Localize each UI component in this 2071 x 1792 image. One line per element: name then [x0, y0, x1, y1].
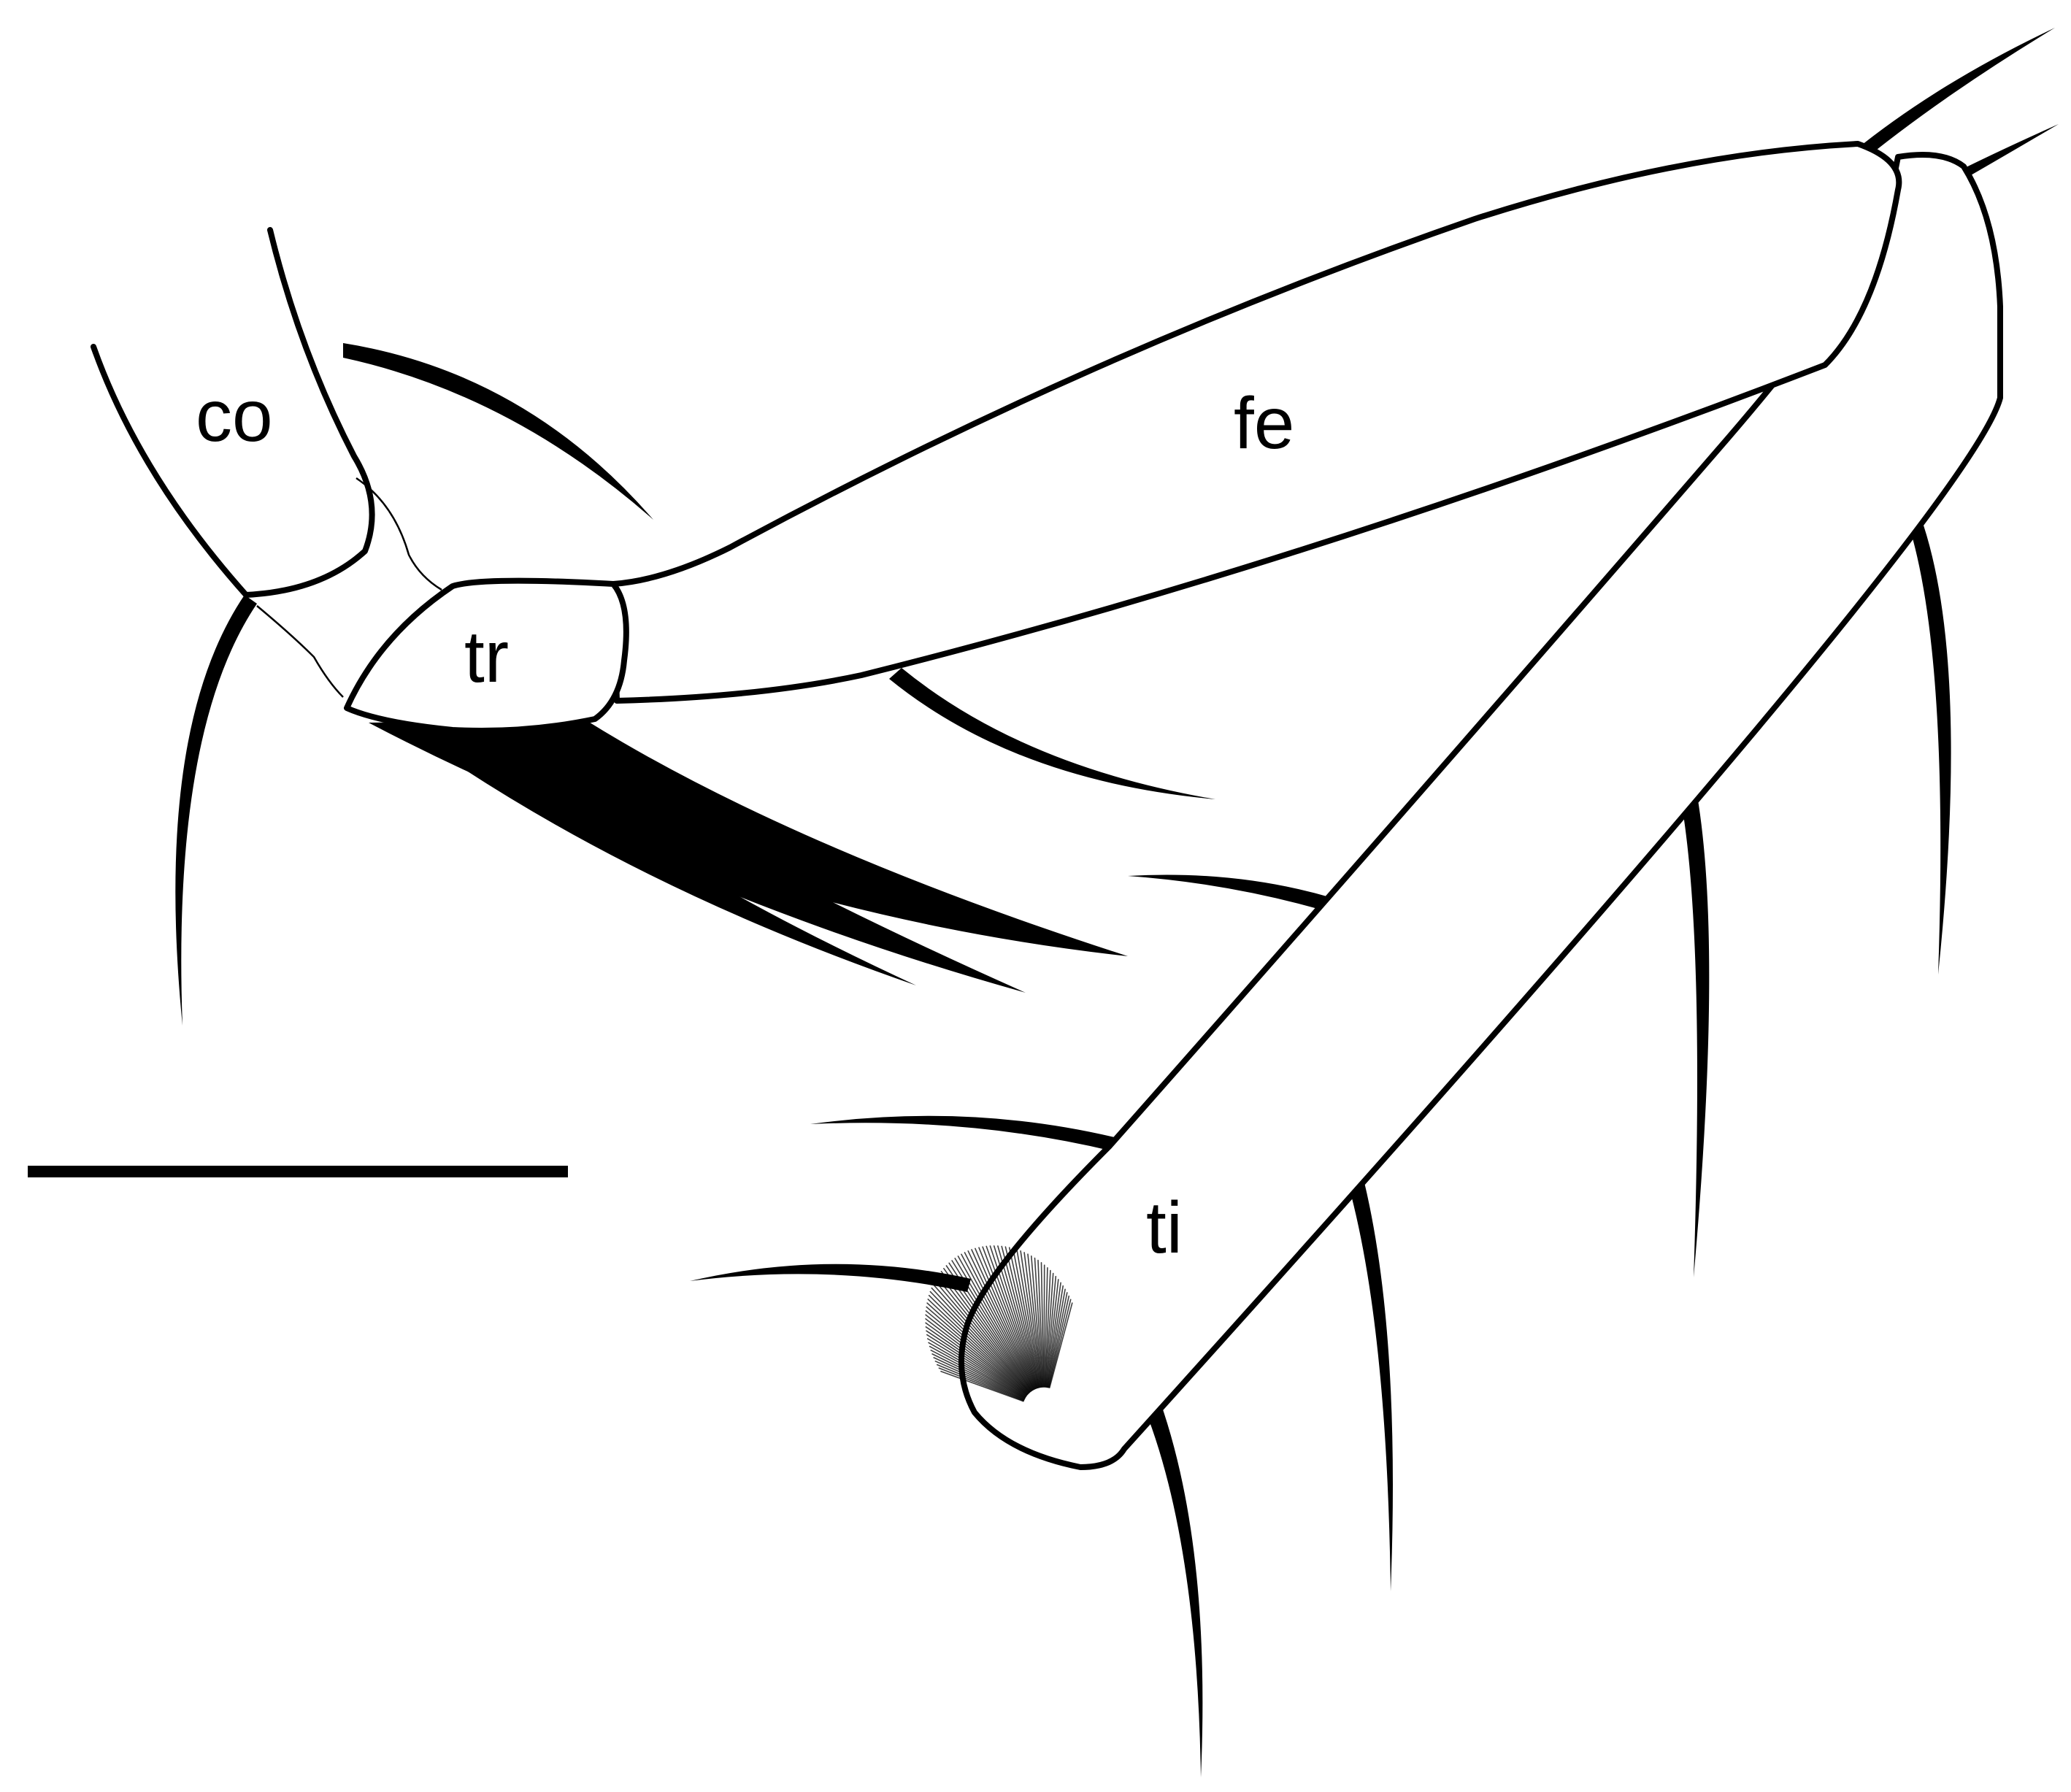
- tibia-tip-hair: [926, 1302, 1029, 1395]
- tibia-tip-hair: [940, 1271, 1031, 1392]
- tibia-tip-hair: [1027, 1253, 1042, 1388]
- tibia-tip-hair: [926, 1330, 1026, 1398]
- label-femur: fe: [1234, 382, 1294, 464]
- tibia-tip-hair: [1031, 1255, 1043, 1388]
- tibia-tip-hair: [982, 1246, 1037, 1389]
- coxa: [91, 227, 375, 598]
- coxa-trochanter-suture-lower: [256, 605, 344, 698]
- tibia-tip-hair: [967, 1250, 1035, 1390]
- tibia-tip-hair: [925, 1310, 1028, 1396]
- tibia-tip-hair: [1016, 1249, 1041, 1388]
- tibia-seta-right-3: [1345, 1157, 1393, 1591]
- tibia-seta-right-1: [1909, 515, 1951, 974]
- tibia-tip-hair: [978, 1247, 1037, 1389]
- tibia-tip-hair: [1047, 1288, 1066, 1388]
- tibia: [958, 151, 2003, 1470]
- label-coxa: co: [196, 375, 273, 457]
- tibia-tip-hair: [930, 1350, 1026, 1399]
- tibia-tip-hair: [1040, 1262, 1045, 1388]
- tibia-tip-hair: [937, 1364, 1025, 1401]
- tibia-tip-hair: [932, 1283, 1030, 1393]
- tibia-tip-hair: [985, 1245, 1037, 1389]
- tibia-tip-hair: [1001, 1245, 1040, 1388]
- femur-seta-ventral: [889, 668, 1215, 799]
- tibia-tip-hair: [927, 1299, 1029, 1395]
- tibia-tip-hair: [997, 1245, 1039, 1388]
- tibia-tip-hair: [1023, 1252, 1042, 1388]
- tibia-tip-hair: [975, 1247, 1036, 1390]
- tibia-tip-hair: [936, 1277, 1031, 1393]
- tibia-tip-hair: [929, 1291, 1029, 1394]
- tibia-tip-hair: [1008, 1247, 1040, 1388]
- tibia-tip-hair-fan: [925, 1245, 1073, 1402]
- tibia-tip-hair: [1046, 1285, 1064, 1388]
- tibia-tip-hair: [961, 1253, 1034, 1391]
- tibia-tip-hair: [927, 1338, 1026, 1399]
- tibia-tip-hair: [1046, 1282, 1061, 1388]
- tibia-tip-hair: [925, 1322, 1027, 1397]
- tibia-tip-hair: [1049, 1302, 1073, 1388]
- tibia-seta-mid-left: [810, 1115, 1121, 1152]
- femur: [610, 141, 1902, 704]
- tibia-tip-hair: [925, 1318, 1027, 1396]
- setae: [175, 28, 2059, 1777]
- tibia-tip-hair: [964, 1252, 1035, 1390]
- label-tibia: ti: [1146, 1187, 1183, 1269]
- tibia-tip-hair: [931, 1353, 1025, 1400]
- tibia-seta-right-2: [1683, 796, 1710, 1277]
- tibia-tip-hair: [1044, 1267, 1048, 1388]
- trochanter-seta-3: [438, 752, 916, 985]
- label-trochanter: tr: [464, 616, 509, 698]
- tibia-tip-hair: [938, 1274, 1031, 1393]
- tibia-tip-hair: [931, 1287, 1030, 1393]
- tibia-tip-hair: [929, 1345, 1026, 1399]
- tibia-tip-hair: [925, 1326, 1027, 1397]
- tibia-tip-hair: [934, 1361, 1025, 1401]
- tibia-seta-right-4: [1140, 1383, 1203, 1777]
- tibia-tip-hair: [1045, 1272, 1054, 1388]
- tibia-tip-hair: [993, 1245, 1038, 1389]
- tibia-tip-hair: [1013, 1247, 1041, 1388]
- tibia-tip-hair: [1020, 1250, 1042, 1388]
- tibia-tip-hair: [938, 1367, 1024, 1401]
- tibia-tip-hair: [1044, 1269, 1051, 1388]
- tibia-seta-upper-left: [1128, 874, 1365, 921]
- tibia-tip-hair: [948, 1262, 1033, 1391]
- tibia-tip-hair: [951, 1260, 1033, 1391]
- tibia-tip-hair: [1004, 1246, 1040, 1388]
- tibia-tip-hair: [926, 1334, 1026, 1398]
- tibia-tip-hair: [1037, 1259, 1044, 1388]
- tibia-tip-hair: [957, 1255, 1034, 1391]
- tibia-tip-hair: [934, 1280, 1031, 1393]
- tibia-tip-hair: [1043, 1264, 1045, 1388]
- tibia-tip-hair: [943, 1268, 1032, 1392]
- trochanter: [344, 577, 629, 734]
- coxa-trochanter-suture-upper: [356, 477, 442, 591]
- tibia-tip-hair: [926, 1306, 1029, 1396]
- tibia-tip-hair: [989, 1245, 1038, 1389]
- tibia-tip-hair: [945, 1265, 1032, 1391]
- tibia-tip-hair: [928, 1294, 1029, 1394]
- tibia-tip-hair: [1048, 1299, 1072, 1388]
- tibia-tip-hair: [971, 1249, 1036, 1390]
- tibia-tip-hair: [940, 1370, 1024, 1402]
- tibia-tip-hair: [1045, 1279, 1059, 1388]
- tibia-tip-hair: [954, 1258, 1034, 1391]
- tibia-seta-lower-left: [690, 1264, 971, 1292]
- coxa-seta-left: [175, 595, 257, 1026]
- tibia-tip-hair: [1048, 1295, 1070, 1388]
- coxa-seta-upper: [343, 343, 653, 520]
- tibia-tip-hair: [928, 1342, 1026, 1399]
- tibia-tip-hair: [925, 1314, 1028, 1396]
- tibia-tip-hair: [1045, 1275, 1057, 1388]
- tibia-tip-hair: [933, 1357, 1025, 1401]
- tibia-tip-hair: [1034, 1257, 1043, 1388]
- tibia-tip-hair: [1048, 1292, 1068, 1388]
